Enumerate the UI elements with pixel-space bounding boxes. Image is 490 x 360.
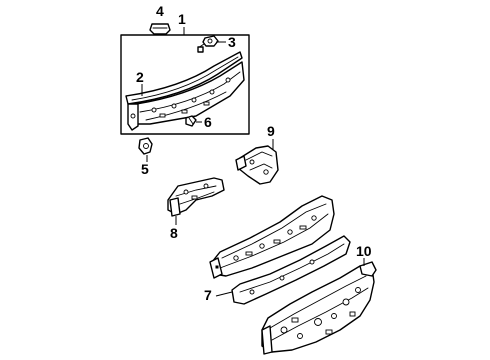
callout-10: 10 xyxy=(356,243,372,259)
part-5-bracket xyxy=(138,137,153,155)
part-8-reinforcement xyxy=(167,177,225,217)
part-6-bolt xyxy=(185,115,197,127)
callout-3: 3 xyxy=(228,34,236,50)
assembly-1-box xyxy=(120,34,250,135)
callout-2: 2 xyxy=(136,69,144,85)
leader-7 xyxy=(215,291,233,297)
part-9-hinge-bracket xyxy=(235,145,279,185)
part-4-cap xyxy=(149,23,171,35)
part-3-clip xyxy=(197,35,219,53)
part-2-cowl-panel xyxy=(125,51,245,131)
part-7-cross-member-lower xyxy=(231,235,351,305)
callout-5: 5 xyxy=(141,161,149,177)
callout-4: 4 xyxy=(156,3,164,19)
callout-8: 8 xyxy=(170,225,178,241)
callout-7: 7 xyxy=(204,287,212,303)
callout-1: 1 xyxy=(178,11,186,27)
part-7-cross-member-upper xyxy=(209,195,335,279)
callout-9: 9 xyxy=(267,123,275,139)
callout-6: 6 xyxy=(204,114,212,130)
